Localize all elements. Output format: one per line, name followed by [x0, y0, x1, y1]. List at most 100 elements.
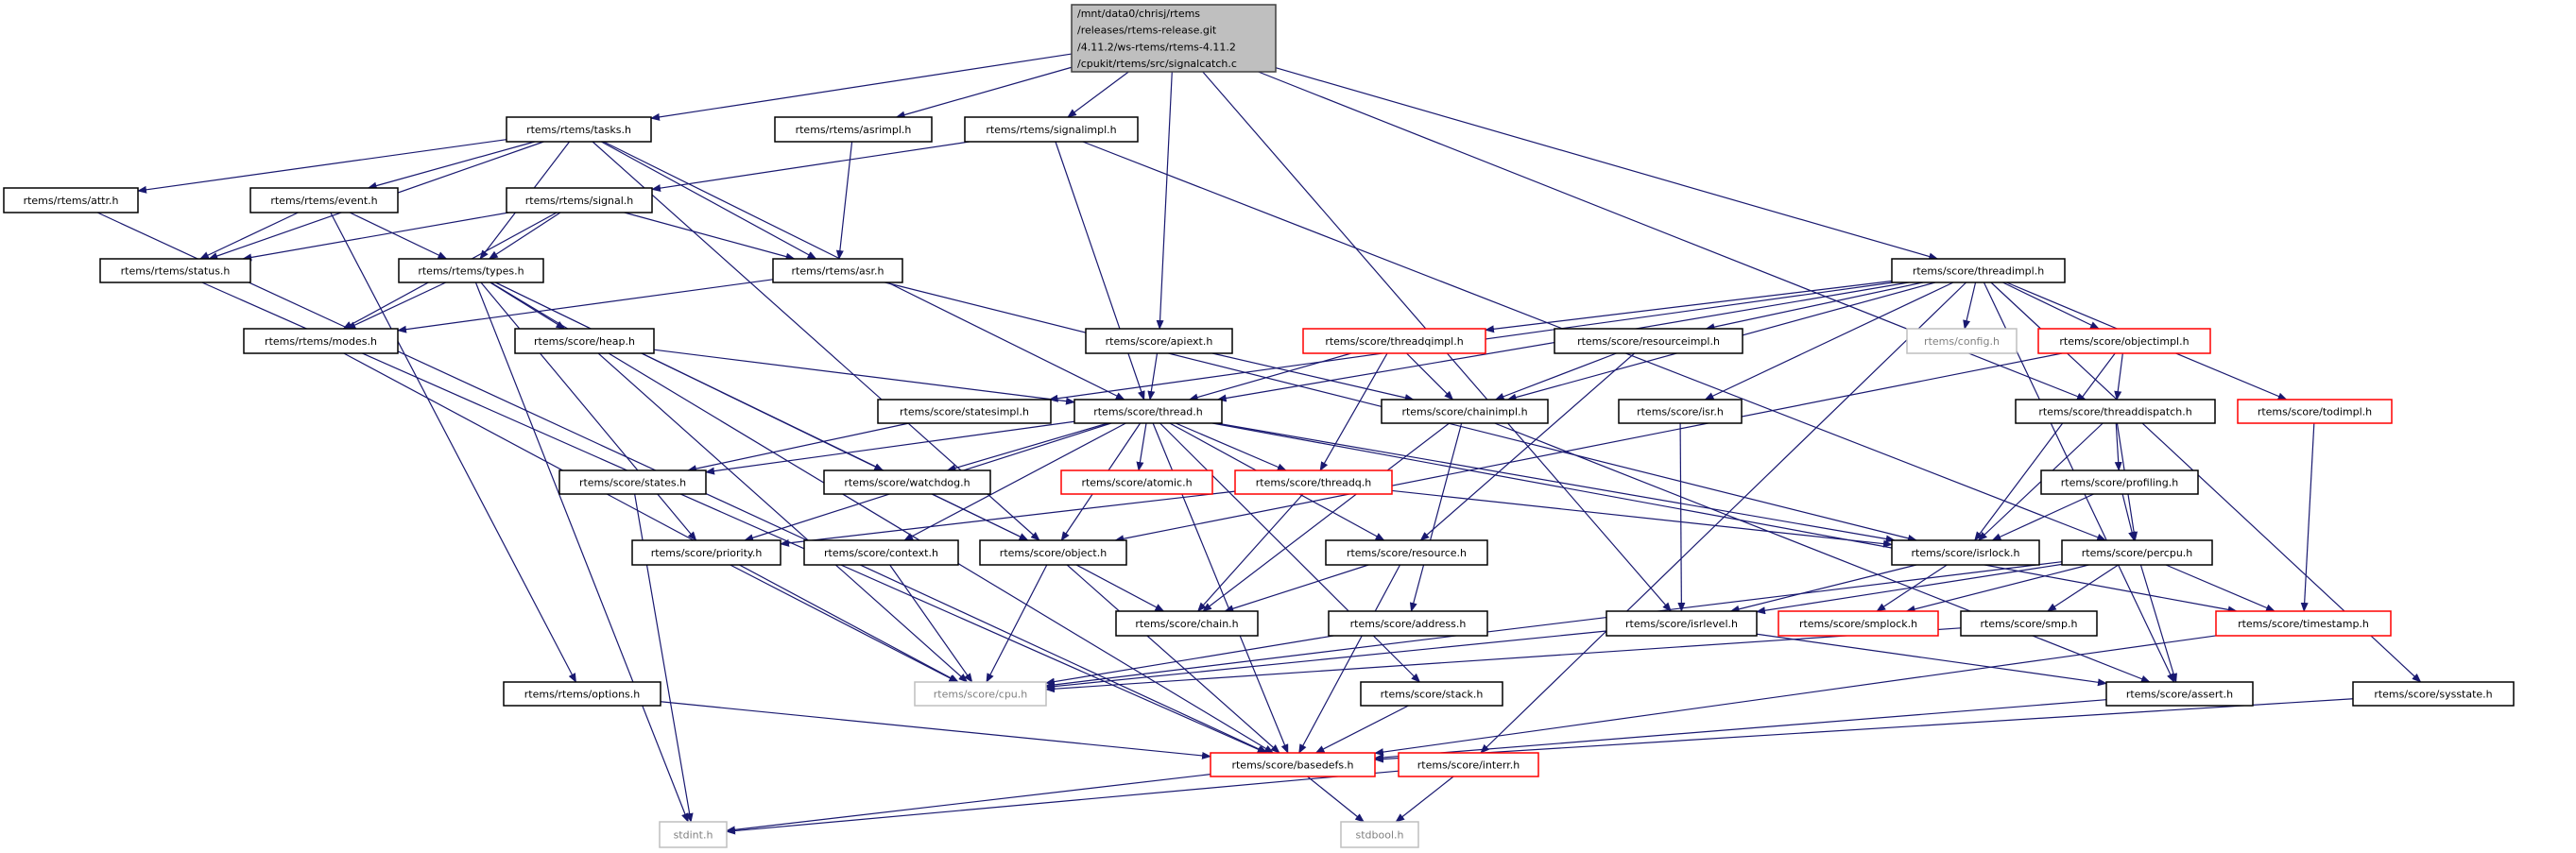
edge-tasks-to-event [367, 141, 535, 190]
node-box [772, 258, 903, 283]
node-priority[interactable]: rtems/score/priority.h [631, 539, 781, 566]
node-box [398, 258, 544, 283]
edge-signal-to-types [488, 212, 561, 260]
node-resourceimpl[interactable]: rtems/score/resourceimpl.h [1554, 328, 1743, 354]
node-isrlevel[interactable]: rtems/score/isrlevel.h [1606, 610, 1758, 637]
node-label: rtems/config.h [1924, 335, 2000, 348]
node-label: rtems/score/interr.h [1417, 759, 1520, 772]
node-sysstate[interactable]: rtems/score/sysstate.h [2352, 681, 2515, 707]
edge-root-to-threadimpl [1275, 67, 1939, 261]
node-threadqimpl[interactable]: rtems/score/threadqimpl.h [1302, 328, 1486, 354]
node-box [2040, 469, 2199, 495]
edge-modes-to-cpu [343, 352, 960, 683]
node-box [506, 187, 653, 213]
edge-context-to-cpu [889, 564, 973, 683]
node-box [979, 539, 1127, 566]
node-address[interactable]: rtems/score/address.h [1328, 610, 1488, 637]
node-label: rtems/score/atomic.h [1081, 477, 1192, 489]
node-box [1325, 539, 1488, 566]
node-asrimpl[interactable]: rtems/rtems/asrimpl.h [774, 116, 933, 143]
node-profiling[interactable]: rtems/score/profiling.h [2040, 469, 2199, 495]
node-interr[interactable]: rtems/score/interr.h [1398, 752, 1539, 777]
node-stdint[interactable]: stdint.h [659, 821, 728, 848]
node-thread[interactable]: rtems/score/thread.h [1073, 399, 1223, 424]
node-signal[interactable]: rtems/rtems/signal.h [506, 187, 653, 213]
node-watchdog[interactable]: rtems/score/watchdog.h [823, 469, 991, 495]
node-label: rtems/score/percpu.h [2082, 547, 2193, 559]
node-label: rtems/score/isr.h [1637, 406, 1724, 418]
node-label: rtems/score/thread.h [1093, 406, 1203, 418]
node-types[interactable]: rtems/rtems/types.h [398, 258, 544, 283]
node-modes[interactable]: rtems/rtems/modes.h [243, 328, 399, 354]
node-isrlock[interactable]: rtems/score/isrlock.h [1891, 539, 2040, 566]
edge-thread-to-isrlock [1216, 422, 1896, 543]
node-label: /mnt/data0/chrisj/rtems [1077, 8, 1200, 20]
node-status[interactable]: rtems/rtems/status.h [99, 258, 251, 283]
node-apiext[interactable]: rtems/score/apiext.h [1085, 328, 1233, 354]
node-signalimpl[interactable]: rtems/rtems/signalimpl.h [964, 116, 1139, 143]
node-statesimpl[interactable]: rtems/score/statesimpl.h [877, 399, 1052, 424]
node-label: rtems/rtems/modes.h [265, 335, 377, 348]
node-chain[interactable]: rtems/score/chain.h [1115, 610, 1259, 637]
node-smplock[interactable]: rtems/score/smplock.h [1777, 610, 1939, 637]
edge-root-to-signalimpl [1067, 71, 1129, 118]
node-timestamp[interactable]: rtems/score/timestamp.h [2215, 610, 2392, 637]
node-object[interactable]: rtems/score/object.h [979, 539, 1127, 566]
node-attr[interactable]: rtems/rtems/attr.h [3, 187, 139, 213]
node-asr[interactable]: rtems/rtems/asr.h [772, 258, 903, 283]
node-label: rtems/rtems/options.h [524, 689, 641, 701]
edge-sysstate-to-basedefs [1374, 698, 2354, 763]
node-isr[interactable]: rtems/score/isr.h [1618, 399, 1743, 424]
edge-threadqimpl-to-thread [1188, 352, 1352, 401]
node-label: rtems/score/isrlevel.h [1625, 618, 1738, 630]
node-threadimpl[interactable]: rtems/score/threadimpl.h [1891, 258, 2066, 283]
node-threaddispatch[interactable]: rtems/score/threaddispatch.h [2015, 399, 2216, 424]
node-resource[interactable]: rtems/score/resource.h [1325, 539, 1488, 566]
edge-options-to-basedefs [660, 701, 1211, 759]
node-stack[interactable]: rtems/score/stack.h [1360, 681, 1503, 707]
node-atomic[interactable]: rtems/score/atomic.h [1060, 469, 1213, 495]
node-label: rtems/score/threadqimpl.h [1325, 335, 1463, 348]
node-options[interactable]: rtems/rtems/options.h [503, 681, 661, 707]
edge-heap-to-cpu [597, 352, 969, 683]
node-smp[interactable]: rtems/score/smp.h [1960, 610, 2098, 637]
edge-asrimpl-to-asr [835, 141, 853, 260]
edge-percpu-to-smp [2047, 564, 2119, 612]
node-chainimpl[interactable]: rtems/score/chainimpl.h [1381, 399, 1549, 424]
node-cpu[interactable]: rtems/score/cpu.h [914, 681, 1047, 707]
edge-root-to-asrimpl [895, 66, 1073, 119]
node-states[interactable]: rtems/score/states.h [558, 469, 707, 495]
node-box [1554, 328, 1743, 354]
node-box [1777, 610, 1939, 637]
node-heap[interactable]: rtems/score/heap.h [514, 328, 655, 354]
edge-isrlock-to-isrlevel [1729, 564, 1917, 613]
node-assert[interactable]: rtems/score/assert.h [2105, 681, 2254, 707]
edge-status-to-basedefs [201, 281, 1267, 754]
node-box [823, 469, 991, 495]
node-tasks[interactable]: rtems/rtems/tasks.h [506, 116, 652, 143]
node-objectimpl[interactable]: rtems/score/objectimpl.h [2037, 328, 2211, 354]
node-label: rtems/score/isrlock.h [1911, 547, 2019, 559]
edge-thread-to-threadq [1175, 422, 1287, 471]
node-config[interactable]: rtems/config.h [1906, 328, 2018, 354]
edge-isrlevel-to-assert [1756, 633, 2107, 687]
node-percpu[interactable]: rtems/score/percpu.h [2061, 539, 2213, 566]
edge-threadimpl-to-isr [1704, 281, 1954, 401]
node-stdbool[interactable]: stdbool.h [1340, 821, 1419, 848]
node-todimpl[interactable]: rtems/score/todimpl.h [2237, 399, 2393, 424]
node-box [1360, 681, 1503, 707]
edge-thread-to-timestamp [1211, 422, 2238, 614]
node-label: rtems/score/timestamp.h [2238, 618, 2369, 630]
node-event[interactable]: rtems/rtems/event.h [249, 187, 399, 213]
node-basedefs[interactable]: rtems/score/basedefs.h [1210, 752, 1376, 777]
node-root[interactable]: /mnt/data0/chrisj/rtems/releases/rtems-r… [1071, 4, 1277, 73]
node-context[interactable]: rtems/score/context.h [803, 539, 959, 566]
node-threadq[interactable]: rtems/score/threadq.h [1234, 469, 1393, 495]
node-label: rtems/score/todimpl.h [2258, 406, 2372, 418]
node-label: rtems/rtems/signal.h [525, 195, 634, 207]
edge-timestamp-to-basedefs [1374, 635, 2217, 757]
node-box [631, 539, 781, 566]
node-label: rtems/score/chain.h [1135, 618, 1238, 630]
node-label: rtems/rtems/attr.h [24, 195, 119, 207]
edge-smp-to-cpu [1045, 627, 1962, 693]
